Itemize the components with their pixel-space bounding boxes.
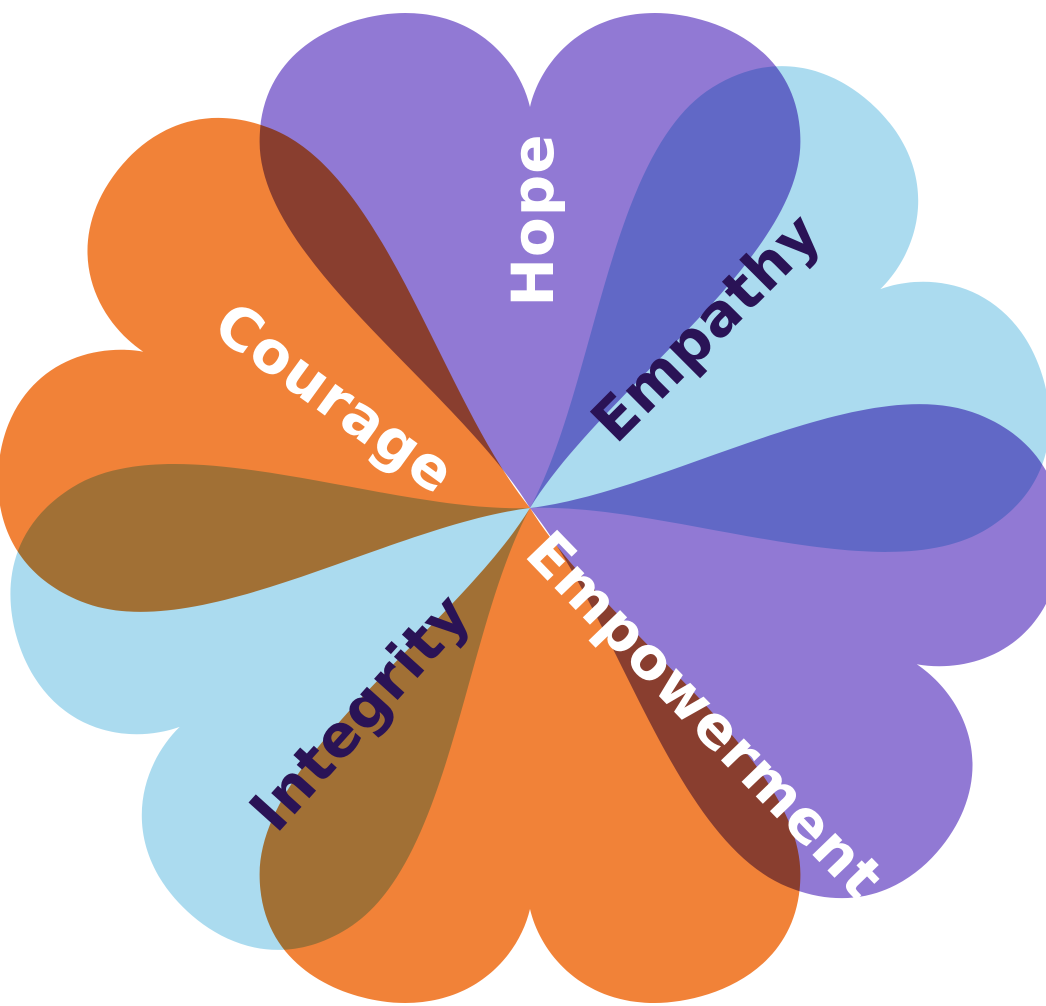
hearts-layer bbox=[0, 12, 1046, 1003]
label-hope: Hope bbox=[499, 133, 567, 306]
heart-petal-courage bbox=[0, 117, 530, 612]
heart-petal-empowerment bbox=[530, 404, 1046, 899]
